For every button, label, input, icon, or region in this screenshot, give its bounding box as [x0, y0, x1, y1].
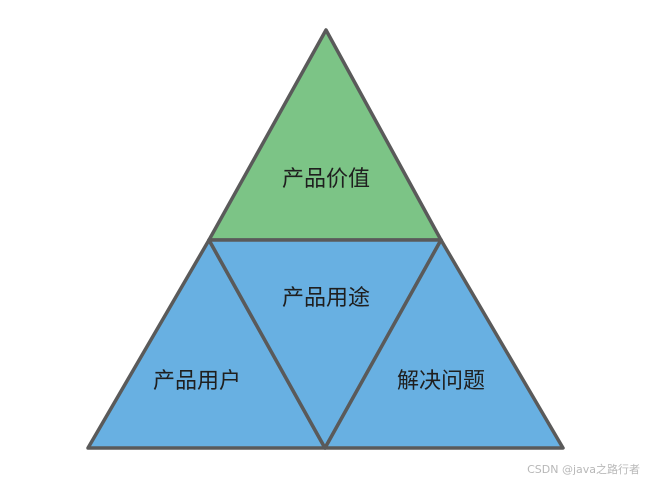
top-segment-label: 产品价值	[282, 167, 370, 192]
left-segment-label: 产品用户	[153, 369, 241, 394]
watermark: CSDN @java之路行者	[527, 463, 640, 476]
right-segment-label: 解决问题	[397, 369, 485, 394]
middle-segment-label: 产品用途	[282, 286, 370, 311]
pyramid-right-segment	[323, 238, 565, 450]
pyramid-top-segment	[207, 28, 443, 242]
